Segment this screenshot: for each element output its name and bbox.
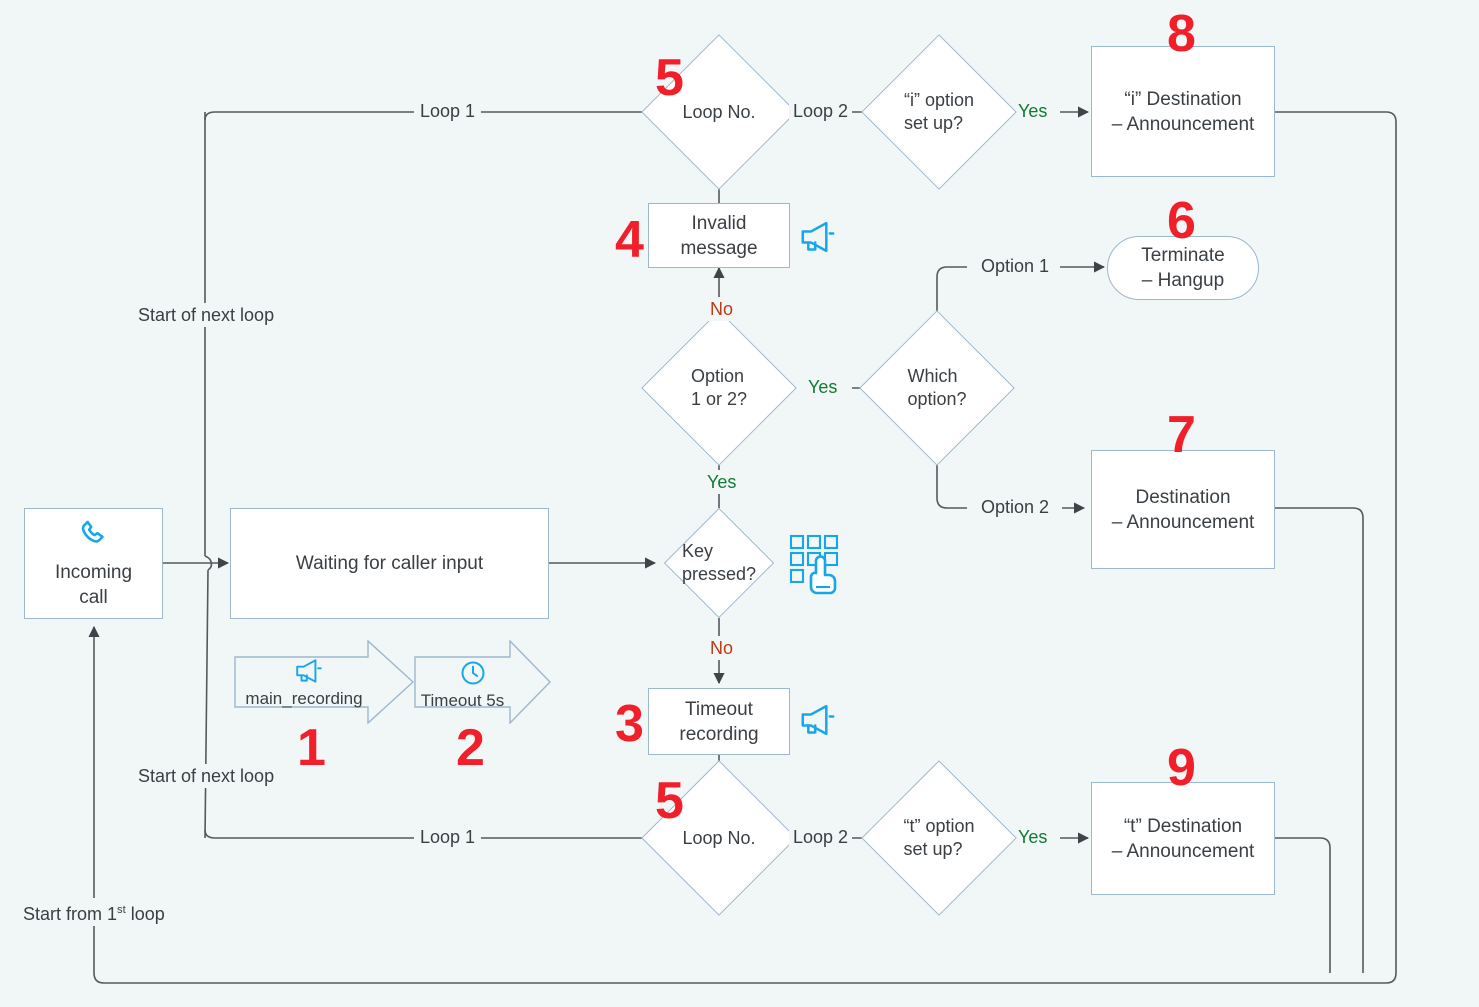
node-i-destination-label: “i” Destination – Announcement bbox=[1111, 88, 1255, 135]
node-loop-no-top[interactable]: Loop No. bbox=[641, 34, 797, 190]
chevron-timeout-5s[interactable]: Timeout 5s bbox=[414, 640, 551, 724]
edge-label-start-of-next-loop-bottom: Start of next loop bbox=[132, 764, 281, 788]
start-from-first-loop-pre: Start from 1 bbox=[23, 904, 118, 924]
edge-label-loop2-top: Loop 2 bbox=[789, 101, 853, 121]
step-number-5-bottom: 5 bbox=[655, 772, 684, 830]
node-key-pressed[interactable]: Key pressed? bbox=[663, 507, 775, 619]
megaphone-icon bbox=[797, 219, 839, 260]
step-number-1: 1 bbox=[297, 719, 326, 777]
node-which-option[interactable]: Which option? bbox=[859, 310, 1015, 466]
step-number-6: 6 bbox=[1167, 192, 1196, 250]
edge-label-yes-which-option: Yes bbox=[803, 377, 843, 397]
node-option-1-or-2[interactable]: Option 1 or 2? bbox=[641, 310, 797, 466]
step-number-3: 3 bbox=[615, 695, 644, 753]
edge-label-option-1: Option 1 bbox=[975, 256, 1056, 276]
node-timeout-recording[interactable]: Timeout recording bbox=[648, 688, 790, 755]
edge-label-loop1-top: Loop 1 bbox=[414, 101, 482, 121]
node-t-destination[interactable]: “t” Destination – Announcement bbox=[1091, 782, 1275, 895]
node-loop-no-bottom[interactable]: Loop No. bbox=[641, 760, 797, 916]
megaphone-icon bbox=[294, 657, 324, 690]
node-incoming-call[interactable]: Incoming call bbox=[24, 508, 163, 619]
node-i-option-set-up-label: “i” option set up? bbox=[903, 90, 975, 133]
step-number-2: 2 bbox=[456, 719, 485, 777]
node-timeout-recording-label: Timeout recording bbox=[679, 698, 759, 745]
step-number-5-top: 5 bbox=[655, 49, 684, 107]
node-t-option-set-up[interactable]: “t” option set up? bbox=[861, 760, 1017, 916]
keypad-press-icon bbox=[789, 534, 847, 601]
edge-label-yes-i-option: Yes bbox=[1018, 101, 1048, 121]
node-i-option-set-up[interactable]: “i” option set up? bbox=[861, 34, 1017, 190]
node-which-option-label: Which option? bbox=[907, 366, 967, 409]
node-loop-no-top-label: Loop No. bbox=[682, 101, 756, 122]
edge-label-loop1-bottom: Loop 1 bbox=[414, 827, 482, 847]
edge-label-option-2: Option 2 bbox=[975, 497, 1056, 517]
edge-label-yes-option12: Yes bbox=[702, 470, 742, 494]
phone-incoming-icon bbox=[77, 517, 111, 556]
node-option-1-or-2-label: Option 1 or 2? bbox=[690, 366, 748, 409]
node-destination-announcement[interactable]: Destination – Announcement bbox=[1091, 450, 1275, 569]
edge-label-no-invalid: No bbox=[705, 297, 739, 321]
edge-label-start-of-next-loop-top: Start of next loop bbox=[132, 303, 281, 327]
node-t-destination-label: “t” Destination – Announcement bbox=[1111, 815, 1255, 862]
edge-label-start-from-first-loop: Start from 1st loop bbox=[17, 898, 171, 926]
start-from-first-loop-sup: st bbox=[117, 904, 126, 916]
node-invalid-message[interactable]: Invalid message bbox=[648, 203, 790, 268]
node-i-destination[interactable]: “i” Destination – Announcement bbox=[1091, 46, 1275, 177]
node-invalid-message-label: Invalid message bbox=[680, 212, 758, 259]
node-waiting-for-caller-input[interactable]: Waiting for caller input bbox=[230, 508, 549, 619]
edge-label-loop2-bottom: Loop 2 bbox=[789, 827, 853, 847]
chevron-main-recording-label: main_recording bbox=[245, 689, 363, 708]
step-number-9: 9 bbox=[1167, 739, 1196, 797]
node-terminate-hangup-label: Terminate – Hangup bbox=[1141, 245, 1225, 291]
node-waiting-for-caller-input-label: Waiting for caller input bbox=[295, 553, 484, 574]
edge-label-no-timeout: No bbox=[705, 636, 739, 660]
node-incoming-call-label: Incoming call bbox=[54, 562, 133, 608]
node-loop-no-bottom-label: Loop No. bbox=[682, 827, 756, 848]
clock-icon bbox=[459, 659, 487, 692]
chevron-timeout-5s-label: Timeout 5s bbox=[420, 691, 505, 710]
node-key-pressed-label: Key pressed? bbox=[681, 541, 757, 584]
edge-label-yes-t-option: Yes bbox=[1018, 827, 1048, 847]
node-terminate-hangup[interactable]: Terminate – Hangup bbox=[1107, 236, 1259, 300]
step-number-7: 7 bbox=[1167, 406, 1196, 464]
node-t-option-set-up-label: “t” option set up? bbox=[903, 816, 975, 859]
megaphone-icon bbox=[797, 702, 839, 743]
step-number-4: 4 bbox=[615, 211, 644, 269]
start-from-first-loop-post: loop bbox=[125, 904, 165, 924]
node-destination-announcement-label: Destination – Announcement bbox=[1111, 486, 1255, 533]
chevron-main-recording[interactable]: main_recording bbox=[234, 640, 414, 724]
step-number-8: 8 bbox=[1167, 5, 1196, 63]
